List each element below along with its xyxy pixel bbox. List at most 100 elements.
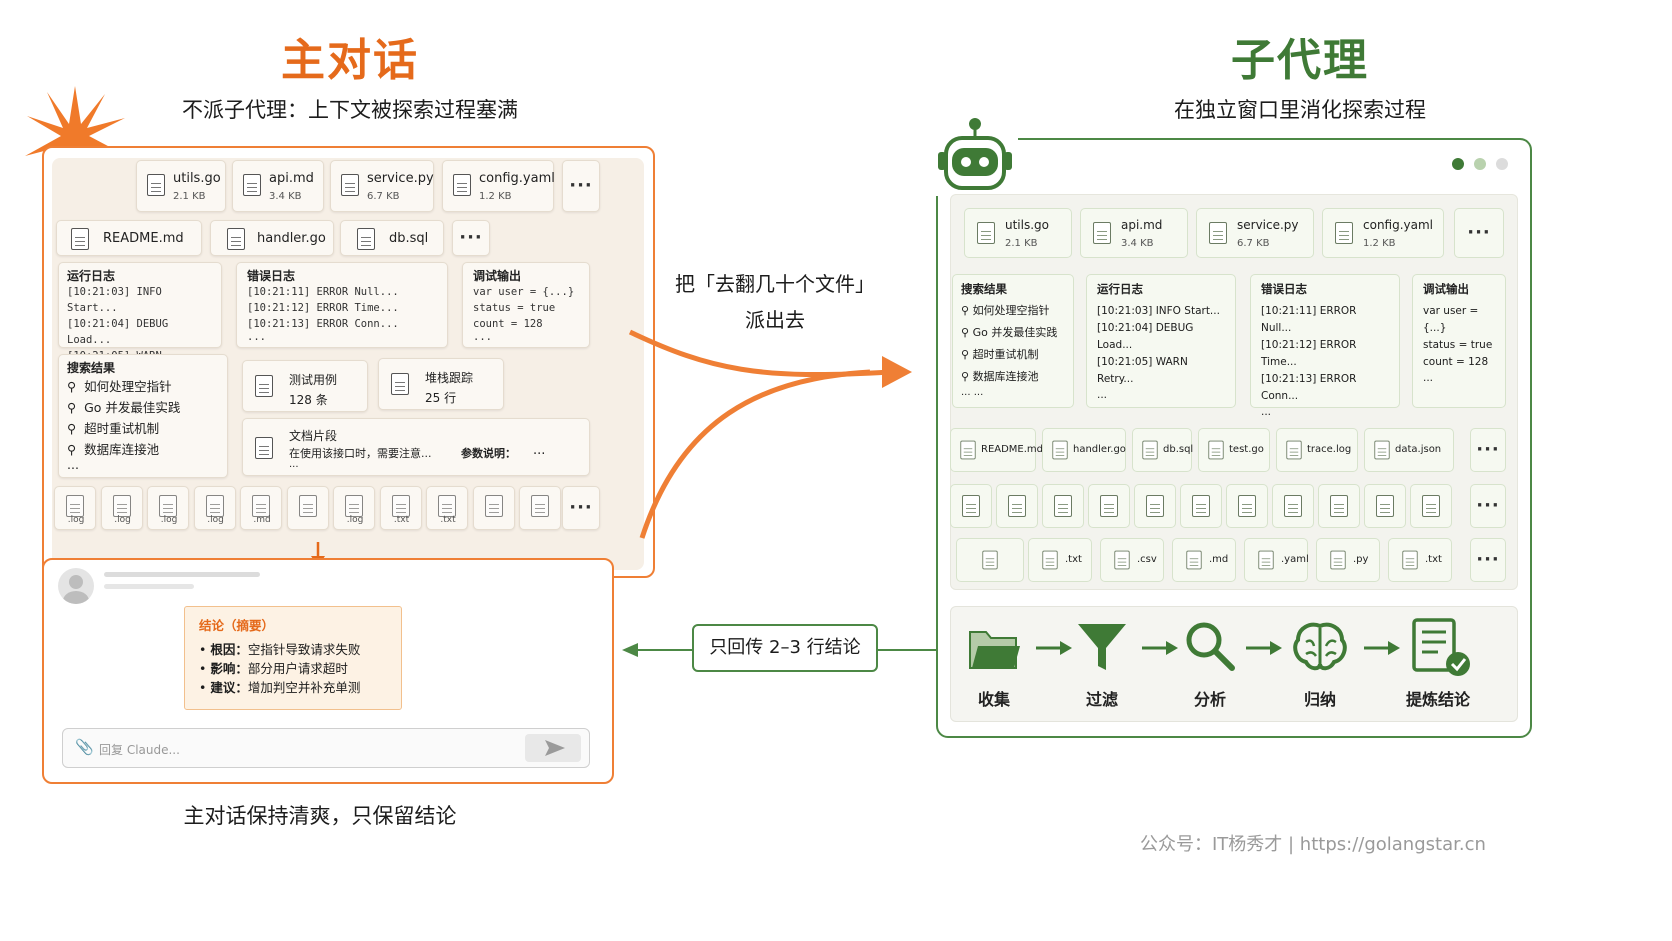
file-card[interactable]: service.py 6.7 KB bbox=[330, 160, 434, 212]
file-card[interactable] bbox=[1088, 484, 1130, 528]
file-card[interactable] bbox=[950, 484, 992, 528]
file-card[interactable]: .txt bbox=[1388, 538, 1452, 582]
file-card[interactable]: .md bbox=[240, 486, 282, 530]
file-ext-label: .py bbox=[1353, 554, 1369, 565]
search-icon: ⚲ bbox=[961, 304, 970, 317]
file-icon bbox=[1238, 495, 1256, 517]
conclusion-box: 结论（摘要） • 根因：空指针导致请求失败 • 影响：部分用户请求超时 • 建议… bbox=[184, 606, 402, 710]
send-button[interactable] bbox=[525, 734, 581, 762]
file-card[interactable]: test.go bbox=[1198, 428, 1270, 472]
file-card[interactable]: .log bbox=[54, 486, 96, 530]
more-button[interactable]: ··· bbox=[1470, 484, 1506, 528]
file-card[interactable]: .yaml bbox=[1244, 538, 1309, 582]
file-card[interactable] bbox=[1318, 484, 1360, 528]
file-ext-label: .log bbox=[114, 515, 131, 525]
search-icon: ⚲ bbox=[961, 348, 970, 361]
file-icon bbox=[453, 174, 471, 196]
file-card[interactable] bbox=[996, 484, 1038, 528]
file-icon bbox=[1052, 440, 1068, 460]
paperclip-icon[interactable]: 📎 bbox=[75, 738, 94, 756]
file-ext-label: .txt bbox=[440, 515, 456, 525]
file-card[interactable]: api.md 3.4 KB bbox=[232, 160, 324, 212]
file-card[interactable]: .csv bbox=[1100, 538, 1164, 582]
more-button[interactable]: ··· bbox=[452, 220, 490, 256]
file-card[interactable] bbox=[1272, 484, 1314, 528]
file-card[interactable]: .log bbox=[333, 486, 375, 530]
avatar bbox=[58, 568, 94, 604]
file-icon bbox=[438, 495, 456, 517]
search-icon: ⚲ bbox=[67, 421, 77, 436]
testcase-card[interactable]: 测试用例 128 条 bbox=[242, 360, 368, 412]
file-card[interactable]: service.py 6.7 KB bbox=[1196, 208, 1314, 258]
file-card[interactable] bbox=[286, 486, 329, 530]
file-card[interactable]: .txt bbox=[1028, 538, 1092, 582]
file-icon bbox=[977, 222, 995, 244]
file-card[interactable]: .py bbox=[1316, 538, 1380, 582]
reply-input[interactable]: 📎 回复 Claude... bbox=[62, 728, 590, 768]
file-card[interactable] bbox=[1042, 484, 1084, 528]
more-button[interactable]: ··· bbox=[1470, 428, 1506, 472]
search-icon: ⚲ bbox=[961, 370, 970, 383]
file-card[interactable] bbox=[956, 538, 1024, 582]
file-card[interactable]: README.md bbox=[950, 428, 1043, 472]
search-icon: ⚲ bbox=[67, 400, 77, 415]
file-icon bbox=[1054, 495, 1072, 517]
file-card[interactable]: .log bbox=[147, 486, 189, 530]
doc-fragment-card[interactable]: 文档片段 在使用该接口时，需要注意... 参数说明： ... ... bbox=[242, 418, 590, 476]
file-card[interactable]: .txt bbox=[426, 486, 468, 530]
file-card[interactable]: README.md bbox=[56, 220, 202, 256]
dispatch-arrow bbox=[628, 329, 912, 539]
pipeline-panel bbox=[950, 606, 1518, 722]
file-card[interactable]: .log bbox=[100, 486, 143, 530]
magnifier-icon bbox=[1186, 622, 1235, 671]
file-icon bbox=[1100, 495, 1118, 517]
file-card[interactable] bbox=[1410, 484, 1452, 528]
file-card[interactable]: api.md 3.4 KB bbox=[1080, 208, 1188, 258]
file-card[interactable]: config.yaml 1.2 KB bbox=[442, 160, 555, 212]
file-card[interactable] bbox=[519, 486, 561, 530]
file-icon bbox=[243, 174, 261, 196]
window-dot bbox=[1496, 158, 1508, 170]
more-button[interactable]: ··· bbox=[562, 160, 600, 212]
file-ext-label: .txt bbox=[1065, 554, 1082, 565]
file-card[interactable]: config.yaml 1.2 KB bbox=[1322, 208, 1444, 258]
file-ext-label: .txt bbox=[393, 515, 410, 525]
file-card[interactable] bbox=[1226, 484, 1268, 528]
arrow-right-icon bbox=[1246, 641, 1282, 655]
file-card[interactable]: trace.log bbox=[1276, 428, 1358, 472]
file-icon bbox=[159, 495, 177, 517]
file-icon bbox=[1114, 550, 1130, 570]
file-card[interactable]: .txt bbox=[379, 486, 422, 530]
file-card[interactable]: utils.go 2.1 KB bbox=[964, 208, 1072, 258]
file-icon bbox=[1146, 495, 1164, 517]
file-icon bbox=[112, 495, 131, 517]
file-card[interactable]: handler.go bbox=[1042, 428, 1126, 472]
file-card[interactable]: data.json bbox=[1364, 428, 1454, 472]
file-icon bbox=[357, 228, 375, 250]
more-button[interactable]: ··· bbox=[1454, 208, 1504, 258]
file-icon bbox=[252, 495, 270, 517]
more-button[interactable]: ··· bbox=[562, 486, 600, 530]
file-card[interactable]: db.sql bbox=[1132, 428, 1193, 472]
file-ext-label: .md bbox=[1209, 554, 1229, 565]
file-card[interactable] bbox=[1180, 484, 1222, 528]
file-card[interactable] bbox=[1364, 484, 1406, 528]
more-button[interactable]: ··· bbox=[1470, 538, 1506, 582]
file-card[interactable]: handler.go bbox=[210, 220, 334, 256]
file-icon bbox=[982, 550, 998, 570]
file-card[interactable]: utils.go 2.1 KB bbox=[136, 160, 226, 212]
file-icon bbox=[1376, 495, 1394, 517]
file-icon bbox=[962, 495, 980, 517]
file-card[interactable]: db.sql bbox=[340, 220, 444, 256]
file-card[interactable]: .md bbox=[1172, 538, 1236, 582]
window-dot bbox=[1474, 158, 1486, 170]
search-icon: ⚲ bbox=[961, 326, 970, 339]
stack-trace-card[interactable]: 堆栈跟踪 25 行 bbox=[378, 358, 504, 410]
file-card[interactable]: .log bbox=[193, 486, 236, 530]
file-card[interactable] bbox=[472, 486, 515, 530]
file-ext-label: .txt bbox=[1425, 554, 1442, 565]
placeholder-line bbox=[104, 572, 260, 577]
file-icon bbox=[391, 495, 410, 517]
file-card[interactable] bbox=[1134, 484, 1176, 528]
